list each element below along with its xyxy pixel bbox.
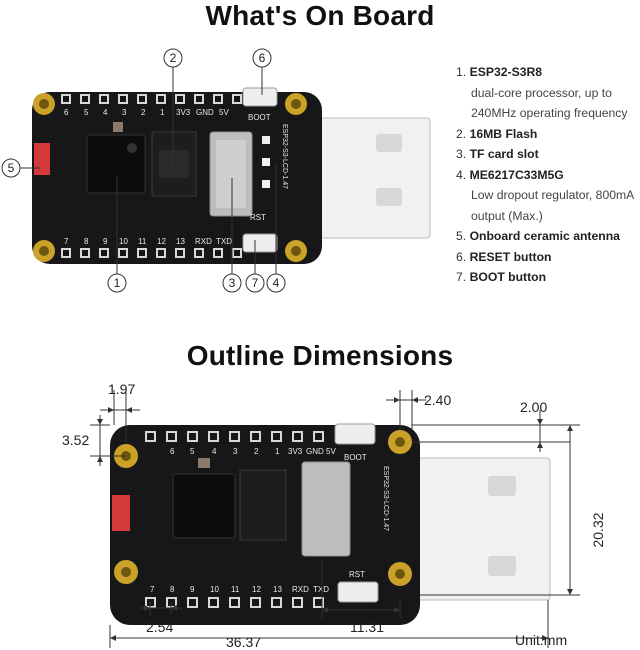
tf-card-slot [209, 131, 253, 217]
svg-text:7: 7 [64, 237, 69, 246]
svg-text:3: 3 [229, 276, 236, 290]
svg-text:7: 7 [150, 585, 155, 594]
svg-text:5: 5 [190, 447, 195, 456]
callout-circles [1, 48, 286, 293]
svg-text:9: 9 [103, 237, 108, 246]
pin-labels-bottom: 7 8 9 10 11 12 13 RXD TXD [64, 237, 232, 246]
dim-3-52: 3.52 [62, 432, 89, 448]
svg-text:2: 2 [170, 51, 177, 65]
svg-text:RXD: RXD [195, 237, 212, 246]
svg-text:8: 8 [170, 585, 175, 594]
svg-text:6: 6 [170, 447, 175, 456]
dim-20-32: 20.32 [590, 512, 606, 547]
svg-text:4: 4 [103, 108, 108, 117]
svg-text:1: 1 [114, 276, 121, 290]
svg-text:3: 3 [122, 108, 127, 117]
svg-text:2: 2 [254, 447, 259, 456]
dim-11-31: 11.31 [350, 619, 384, 635]
svg-text:RXD: RXD [292, 585, 309, 594]
svg-text:TXD: TXD [313, 585, 329, 594]
feature-item: 6. RESET button [456, 249, 552, 264]
flash-chip-2 [239, 469, 287, 541]
board-diagram-top: 6 5 4 3 2 1 3V3 GND 5V 7 8 9 10 11 12 13… [1, 48, 431, 293]
feature-list: 1. ESP32-S3R8 dual-core processor, up to… [456, 62, 640, 288]
mounting-holes [33, 93, 307, 262]
svg-text:7: 7 [252, 276, 259, 290]
callout-leaders [20, 66, 277, 274]
svg-text:5: 5 [8, 161, 15, 175]
svg-text:5V: 5V [326, 447, 336, 456]
esp32-chip-2 [172, 473, 236, 539]
pin-header-bottom [61, 248, 242, 258]
svg-text:10: 10 [210, 585, 219, 594]
boot-label: BOOT [248, 113, 271, 122]
callout-numbers: 1 2 3 4 5 6 7 [8, 51, 280, 290]
feature-item: 3. TF card slot [456, 147, 539, 161]
feature-item: 4. ME6217C33M5G [456, 167, 564, 182]
model-label: ESP32-S3-LCD-1.47 [281, 124, 288, 189]
svg-text:1: 1 [160, 108, 165, 117]
svg-text:10: 10 [119, 237, 128, 246]
svg-text:11: 11 [138, 237, 147, 246]
unit-label: Unit:mm [515, 632, 568, 648]
dim-2-00: 2.00 [520, 399, 547, 415]
svg-text:GND: GND [196, 108, 214, 117]
feature-desc: Low dropout regulator, 800mA output (Max… [471, 188, 634, 223]
feature-item: 1. ESP32-S3R8 [456, 65, 543, 79]
pin-labels-bottom-2: 7 8 9 10 11 12 13 RXD TXD [150, 585, 329, 594]
pin-header-top-2 [145, 431, 324, 442]
reset-button-part-2 [337, 581, 379, 603]
svg-text:3V3: 3V3 [176, 108, 191, 117]
boot-button-part-2 [334, 423, 376, 445]
svg-text:12: 12 [157, 237, 166, 246]
flash-chip [151, 131, 197, 197]
svg-text:13: 13 [273, 585, 282, 594]
reset-button-part [242, 233, 278, 253]
boot-label-2: BOOT [344, 453, 367, 462]
feature-item: 5. Onboard ceramic antenna [456, 229, 620, 243]
svg-text:GND: GND [306, 447, 324, 456]
usb-connector-2 [399, 457, 551, 601]
section-title-dimensions: Outline Dimensions [186, 340, 454, 371]
pin-header-top [61, 94, 242, 104]
dim-1-97: 1.97 [108, 381, 135, 397]
model-label-2: ESP32-S3-LCD-1.47 [382, 466, 389, 531]
svg-text:6: 6 [259, 51, 266, 65]
dim-2-54: 2.54 [146, 619, 173, 635]
esp32-chip [86, 134, 146, 194]
svg-text:11: 11 [231, 585, 240, 594]
svg-text:8: 8 [84, 237, 89, 246]
feature-item: 7. BOOT button [456, 270, 547, 284]
svg-text:13: 13 [176, 237, 185, 246]
svg-text:3: 3 [233, 447, 238, 456]
boot-button-part [242, 87, 278, 107]
svg-text:6: 6 [64, 108, 69, 117]
svg-text:TXD: TXD [216, 237, 232, 246]
svg-text:5: 5 [84, 108, 89, 117]
ceramic-antenna-2 [112, 495, 130, 531]
feature-item: 2. 16MB Flash [456, 126, 538, 141]
svg-text:2: 2 [141, 108, 146, 117]
svg-text:4: 4 [273, 276, 280, 290]
dim-36-37: 36.37 [226, 634, 261, 650]
pin-labels-top: 6 5 4 3 2 1 3V3 GND 5V [64, 108, 229, 117]
svg-text:1: 1 [275, 447, 280, 456]
rst-label: RST [250, 213, 266, 222]
dimension-diagram: 6 5 4 3 2 1 3V3 GND 5V 7 8 9 10 11 12 13… [62, 381, 606, 650]
rst-label-2: RST [349, 570, 365, 579]
dimension-arrowheads [97, 397, 573, 641]
svg-text:4: 4 [212, 447, 217, 456]
svg-text:9: 9 [190, 585, 195, 594]
svg-text:3V3: 3V3 [288, 447, 303, 456]
svg-text:12: 12 [252, 585, 261, 594]
section-title-on-board: What's On Board [205, 0, 435, 31]
tf-card-slot-2 [301, 461, 351, 557]
dim-2-40: 2.40 [424, 392, 451, 408]
feature-desc: dual-core processor, up to 240MHz operat… [471, 85, 628, 121]
ceramic-antenna [34, 143, 50, 175]
svg-text:5V: 5V [219, 108, 229, 117]
pin-header-bottom-2 [145, 597, 324, 608]
pin-labels-top-2: 6 5 4 3 2 1 3V3 GND 5V [170, 447, 336, 456]
